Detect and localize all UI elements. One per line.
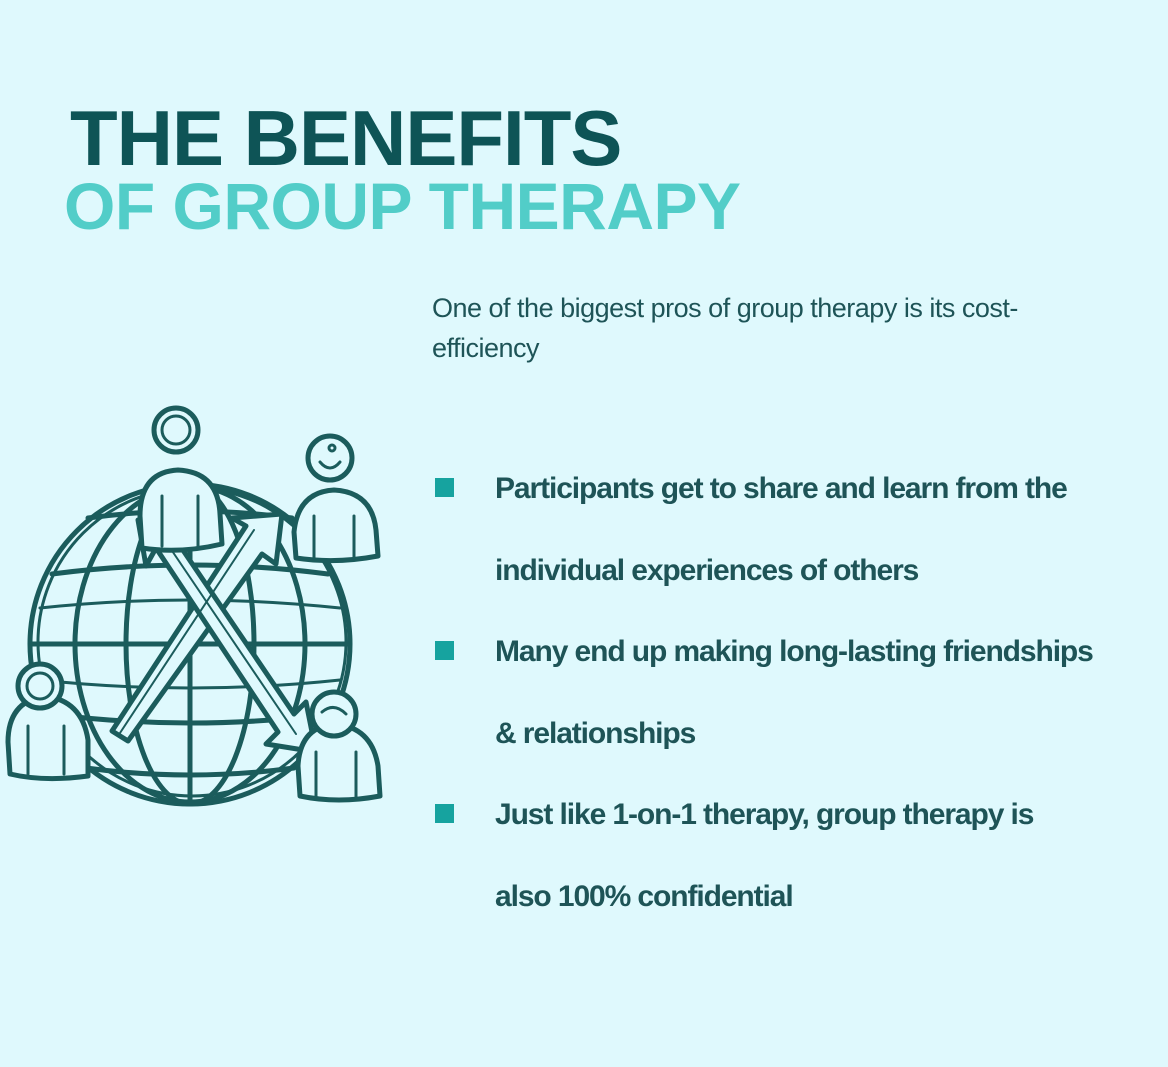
globe-with-people-icon: [0, 396, 400, 816]
square-bullet-icon: [435, 804, 454, 823]
square-bullet-icon: [435, 478, 454, 497]
title-line-1: THE BENEFITS: [70, 94, 622, 182]
square-bullet-icon: [435, 641, 454, 660]
benefit-item: Participants get to share and learn from…: [432, 448, 1132, 611]
intro-text: One of the biggest pros of group therapy…: [432, 293, 1018, 363]
benefit-item: Just like 1-on-1 therapy, group therapy …: [432, 774, 1132, 937]
benefit-item: Many end up making long-lasting friendsh…: [432, 611, 1132, 774]
benefit-text: Many end up making long-lasting friendsh…: [495, 635, 1094, 750]
title-line-2: OF GROUP THERAPY: [64, 169, 741, 243]
benefits-list: Participants get to share and learn from…: [432, 448, 1132, 937]
benefit-text: Participants get to share and learn from…: [495, 472, 1068, 587]
benefit-text: Just like 1-on-1 therapy, group therapy …: [495, 798, 1034, 913]
